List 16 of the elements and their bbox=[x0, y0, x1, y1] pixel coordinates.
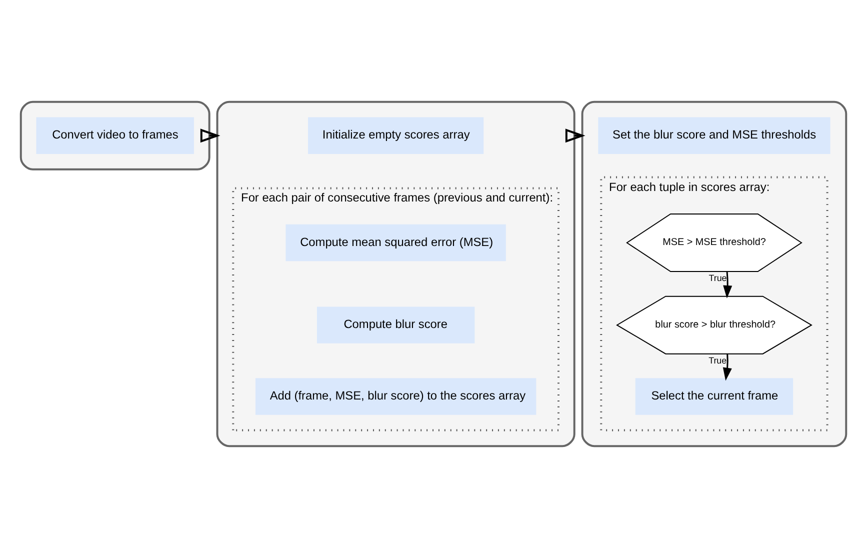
node-box: Set the blur score and MSE thresholds bbox=[598, 116, 830, 154]
cluster bbox=[216, 100, 576, 447]
edge-label: True bbox=[708, 354, 727, 365]
node-box: Initialize empty scores array bbox=[308, 116, 484, 154]
node-box: Compute mean squared error (MSE) bbox=[286, 224, 506, 261]
node-box: Add (frame, MSE, blur score) to the scores array bbox=[255, 378, 536, 414]
edge-label: True bbox=[708, 272, 727, 282]
arrow bbox=[565, 128, 586, 142]
arrow bbox=[722, 353, 732, 380]
node-box: Select the current frame bbox=[635, 378, 794, 414]
cluster bbox=[581, 100, 848, 447]
node-box: Compute blur score bbox=[316, 306, 475, 343]
arrow bbox=[723, 271, 732, 298]
arrow bbox=[200, 128, 220, 142]
node-box: Convert video to frames bbox=[36, 116, 194, 154]
cluster bbox=[20, 100, 210, 170]
